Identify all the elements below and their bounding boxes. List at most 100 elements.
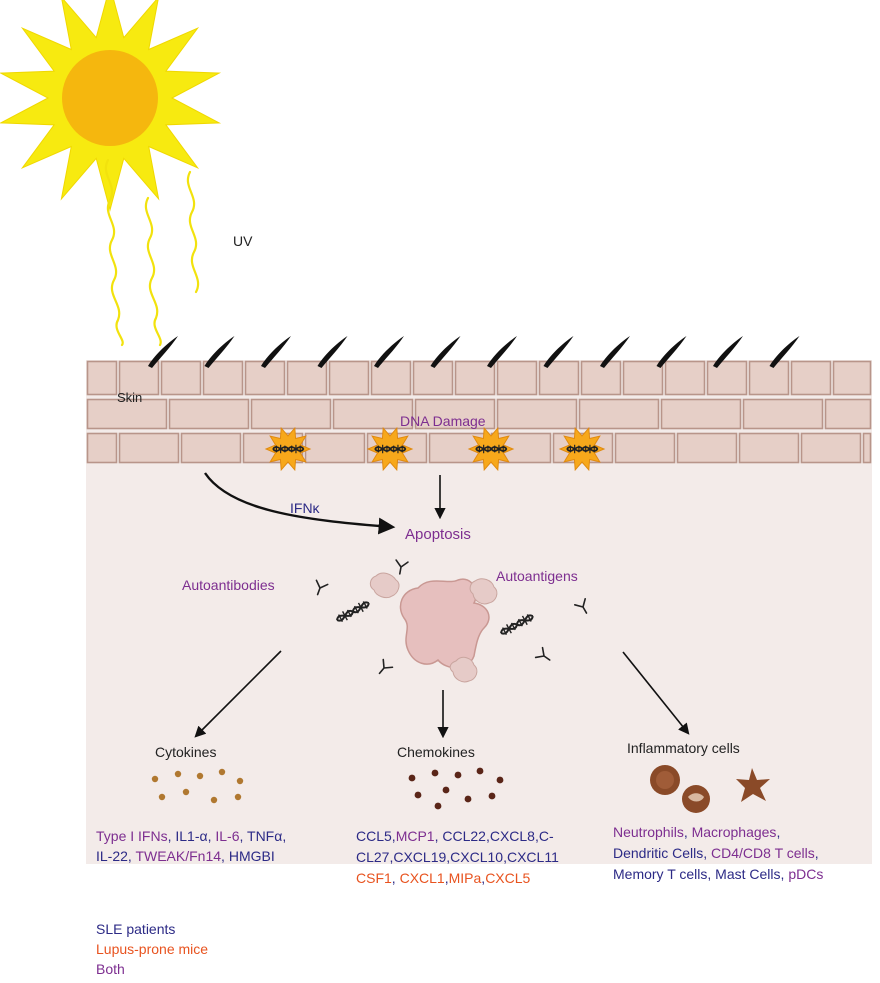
- ifnk-arrow: [204, 472, 396, 535]
- apoptotic-cell: [369, 572, 498, 683]
- molecule-dot: [158, 793, 166, 801]
- molecule-dot: [408, 774, 416, 782]
- brick: [118, 432, 180, 464]
- autoantibodies-label: Autoantibodies: [182, 577, 275, 593]
- brick: [332, 398, 414, 430]
- cytokine-item: IL-22: [96, 848, 128, 864]
- ifnk-label: IFNκ: [290, 500, 320, 516]
- molecule-dot: [174, 770, 182, 778]
- cytokine-item: ,: [207, 828, 216, 844]
- brick: [800, 432, 862, 464]
- molecule-dot: [414, 791, 422, 799]
- sun: [0, 0, 222, 212]
- molecule-dot: [488, 792, 496, 800]
- apoptosis-label: Apoptosis: [405, 526, 471, 543]
- molecule-dot: [234, 793, 242, 801]
- legend-entry-both: Both: [96, 961, 125, 977]
- brick: [86, 432, 118, 464]
- chemokine-item: CL27,CXCL19,CXCL10,CXCL11: [356, 849, 559, 865]
- brick: [578, 398, 660, 430]
- dna-damage-bursts: [264, 426, 606, 472]
- chemokine-item: ,: [444, 870, 449, 886]
- inflammatory-cell-line: Neutrophils, Macrophages,: [613, 822, 823, 843]
- dna-damage-burst-icon: [366, 426, 414, 472]
- cytokine-item: ,: [221, 848, 229, 864]
- dna-damage-burst-icon: [264, 426, 312, 472]
- chemokine-item: , CCL22,CXCL8,C-: [434, 828, 554, 844]
- inflammatory-cell-item: Dendritic Cells: [613, 845, 704, 861]
- molecule-dot: [434, 802, 442, 810]
- inflammatory-cell-line: Dendritic Cells, CD4/CD8 T cells,: [613, 843, 823, 864]
- brick: [676, 432, 738, 464]
- chemokine-item: CSF1: [356, 870, 392, 886]
- dna-damage-burst-icon: [558, 426, 606, 472]
- dna-damage-burst-icon: [467, 426, 515, 472]
- brick: [580, 360, 622, 396]
- inflammatory-cell-item: ,: [707, 866, 716, 882]
- brick: [160, 360, 202, 396]
- cytokine-item: ,: [282, 828, 287, 844]
- to-inflammatory-arrow: [622, 651, 690, 735]
- inflammatory-cells-heading: Inflammatory cells: [627, 740, 740, 756]
- brick: [496, 398, 578, 430]
- molecule-dot: [218, 768, 226, 776]
- brick: [832, 360, 872, 396]
- brick: [660, 398, 742, 430]
- inflammatory-cell-icons: [650, 765, 770, 813]
- chemokines-heading: Chemokines: [397, 744, 475, 760]
- molecule-dot: [182, 788, 190, 796]
- brick: [414, 398, 496, 430]
- brick: [664, 360, 706, 396]
- molecule-dot: [431, 769, 439, 777]
- inflammatory-cell-item: ,: [780, 866, 789, 882]
- chemokine-item: MIPa: [448, 870, 482, 886]
- cytokines-heading: Cytokines: [155, 744, 217, 760]
- molecule-dot: [476, 767, 484, 775]
- inflammatory-cell-line: Memory T cells, Mast Cells, pDCs: [613, 864, 823, 885]
- brick: [168, 398, 250, 430]
- chemokines-list: CCL5,MCP1, CCL22,CXCL8,C- CL27,CXCL19,CXC…: [356, 826, 559, 889]
- molecule-dot: [196, 772, 204, 780]
- legend-entry-mice: Lupus-prone mice: [96, 941, 209, 957]
- brick: [496, 360, 538, 396]
- molecule-dot: [454, 771, 462, 779]
- cytokine-item: TWEAK/Fn14: [135, 848, 222, 864]
- inflammatory-cell-item: Memory T cells: [613, 866, 708, 882]
- molecule-dot: [496, 776, 504, 784]
- chemokine-item: CXCL5: [485, 870, 531, 886]
- arrows: [194, 472, 690, 739]
- cytokine-line: Type I IFNs, IL1-α, IL-6, TNFα,: [96, 826, 286, 846]
- cytokine-item: HMGBI: [228, 848, 275, 864]
- brick: [622, 360, 664, 396]
- to-cytokines-arrow: [194, 650, 282, 738]
- chemokine-line: CCL5,MCP1, CCL22,CXCL8,C-: [356, 826, 559, 847]
- chemokine-dots: [408, 767, 504, 810]
- cytokine-item: TNFα: [247, 828, 283, 844]
- cytokine-item: ,: [167, 828, 176, 844]
- brick: [706, 360, 748, 396]
- cytokine-item: ,: [127, 848, 136, 864]
- brick: [742, 398, 824, 430]
- brick: [738, 432, 800, 464]
- inflammatory-cell-item: CD4/CD8 T cells: [711, 845, 815, 861]
- brick: [328, 360, 370, 396]
- skin-label: Skin: [117, 390, 143, 405]
- autoantigens-label: Autoantigens: [496, 568, 578, 584]
- inflammatory-cell-item: ,: [683, 824, 692, 840]
- brick: [202, 360, 244, 396]
- cytokines-list: Type I IFNs, IL1-α, IL-6, TNFα, IL-22, TW…: [96, 826, 286, 866]
- inflammatory-cell-item: Neutrophils: [613, 824, 684, 840]
- chemokine-line: CSF1, CXCL1,MIPa,CXCL5: [356, 868, 559, 889]
- brick: [304, 432, 366, 464]
- legend-entry-sle: SLE patients: [96, 921, 176, 937]
- inflammatory-cells-list: Neutrophils, Macrophages,Dendritic Cells…: [613, 822, 823, 885]
- molecule-dot: [464, 795, 472, 803]
- brick: [748, 360, 790, 396]
- uv-label: UV: [233, 233, 253, 249]
- chemokine-item: CCL5: [356, 828, 392, 844]
- inflammatory-cell-item: ,: [776, 824, 781, 840]
- brick: [824, 398, 872, 430]
- brick: [86, 398, 168, 430]
- molecule-dot: [210, 796, 218, 804]
